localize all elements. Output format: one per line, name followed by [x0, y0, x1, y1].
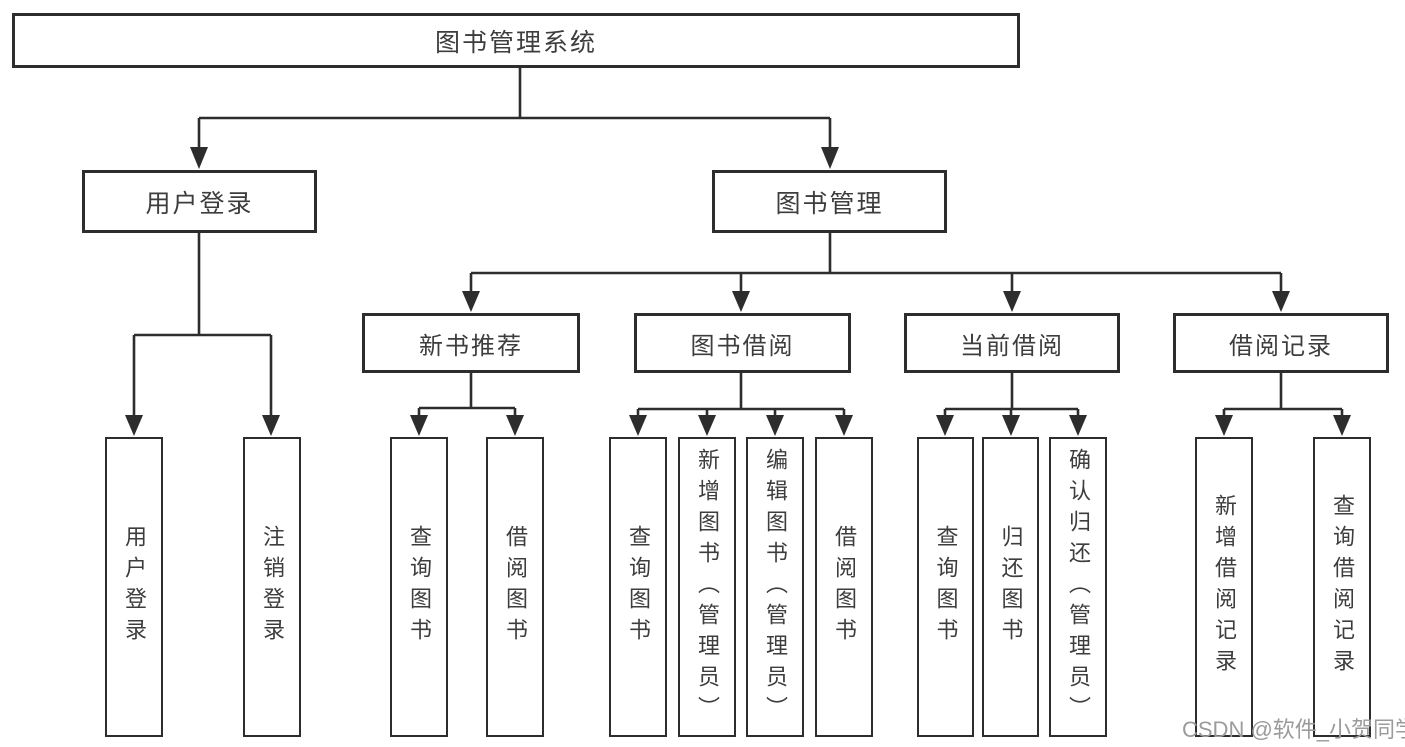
node-book-management-system: 图书管理系统 — [12, 13, 1020, 68]
node-leaf-add-books-admin: 新增图书（管理员） — [678, 437, 736, 737]
node-leaf-user-login: 用户登录 — [105, 437, 163, 737]
node-leaf-query-books-3: 查询图书 — [917, 437, 974, 737]
node-leaf-borrow-books-1: 借阅图书 — [486, 437, 544, 737]
node-borrow-records: 借阅记录 — [1173, 313, 1389, 373]
csdn-watermark: CSDN @软件_小贺同学 — [1182, 717, 1405, 742]
node-leaf-confirm-return-admin: 确认归还（管理员） — [1049, 437, 1107, 737]
node-label: 图书管理系统 — [434, 28, 597, 57]
node-label: 归还图书 — [998, 525, 1024, 649]
node-label: 新书推荐 — [419, 332, 523, 360]
node-leaf-logout: 注销登录 — [243, 437, 301, 737]
node-label: 用户登录 — [145, 189, 254, 218]
node-user-login: 用户登录 — [82, 170, 317, 233]
node-label: 新增图书（管理员） — [695, 447, 720, 727]
node-leaf-add-borrow-record: 新增借阅记录 — [1195, 437, 1253, 737]
node-book-management: 图书管理 — [712, 170, 947, 233]
node-new-book-recommend: 新书推荐 — [362, 313, 580, 373]
node-label: 借阅记录 — [1229, 332, 1333, 360]
node-current-borrow: 当前借阅 — [904, 313, 1120, 373]
node-label: 查询图书 — [407, 525, 432, 649]
node-label: 编辑图书（管理员） — [763, 447, 788, 727]
node-label: 用户登录 — [122, 525, 147, 649]
node-label: 新增借阅记录 — [1212, 494, 1237, 680]
node-label: 确认归还（管理员） — [1066, 447, 1091, 727]
node-leaf-query-books-1: 查询图书 — [390, 437, 448, 737]
node-label: 查询图书 — [933, 525, 959, 649]
node-label: 图书管理 — [775, 189, 884, 218]
node-label: 借阅图书 — [503, 525, 528, 649]
node-label: 注销登录 — [260, 525, 285, 649]
node-label: 查询图书 — [626, 525, 651, 649]
node-leaf-return-books: 归还图书 — [982, 437, 1039, 737]
node-label: 图书借阅 — [690, 332, 795, 360]
node-leaf-edit-books-admin: 编辑图书（管理员） — [746, 437, 804, 737]
node-label: 当前借阅 — [960, 332, 1064, 360]
node-leaf-borrow-books-2: 借阅图书 — [815, 437, 873, 737]
node-leaf-query-borrow-record: 查询借阅记录 — [1313, 437, 1371, 737]
arrowhead-icons — [125, 147, 1351, 436]
node-label: 借阅图书 — [832, 525, 857, 649]
node-label: 查询借阅记录 — [1330, 494, 1355, 680]
node-leaf-query-books-2: 查询图书 — [609, 437, 667, 737]
node-book-borrow: 图书借阅 — [634, 313, 851, 373]
